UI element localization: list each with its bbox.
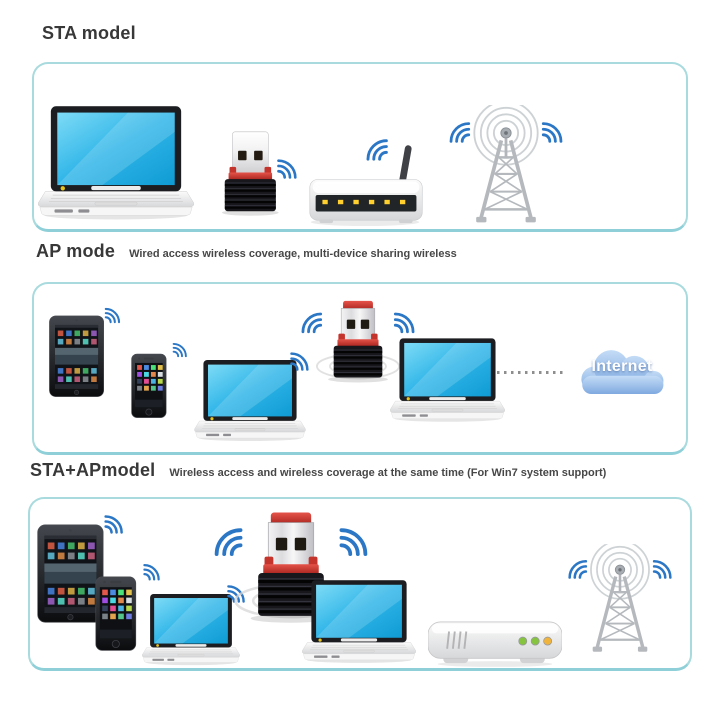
laptop-icon [390,338,505,423]
section-sta-ap-header: STA+APmodel Wireless access and wireless… [30,460,606,481]
signal-tower-icon [436,105,576,228]
laptop-icon [38,106,194,220]
internet-label: Internet [591,358,653,375]
smartphone-icon [130,336,194,419]
section-subtitle: Wireless access and wireless coverage at… [169,467,607,479]
tablet-icon [48,302,126,398]
section-title: STA+APmodel [30,460,156,480]
section-sta-header: STA model [42,23,136,44]
signal-tower-icon [556,544,684,657]
dotted-connection-line [497,371,563,374]
wireless-router-icon [304,131,430,228]
laptop-icon [302,580,416,664]
usb-wifi-adapter-icon [204,129,308,216]
internet-cloud-icon: Internet [572,341,672,399]
section-subtitle: Wired access wireless coverage, multi-de… [129,248,457,260]
adsl-modem-icon [428,620,562,668]
section-title: STA model [42,23,136,43]
section-title: AP mode [36,241,116,261]
section-ap-header: AP mode Wired access wireless coverage, … [36,241,457,262]
